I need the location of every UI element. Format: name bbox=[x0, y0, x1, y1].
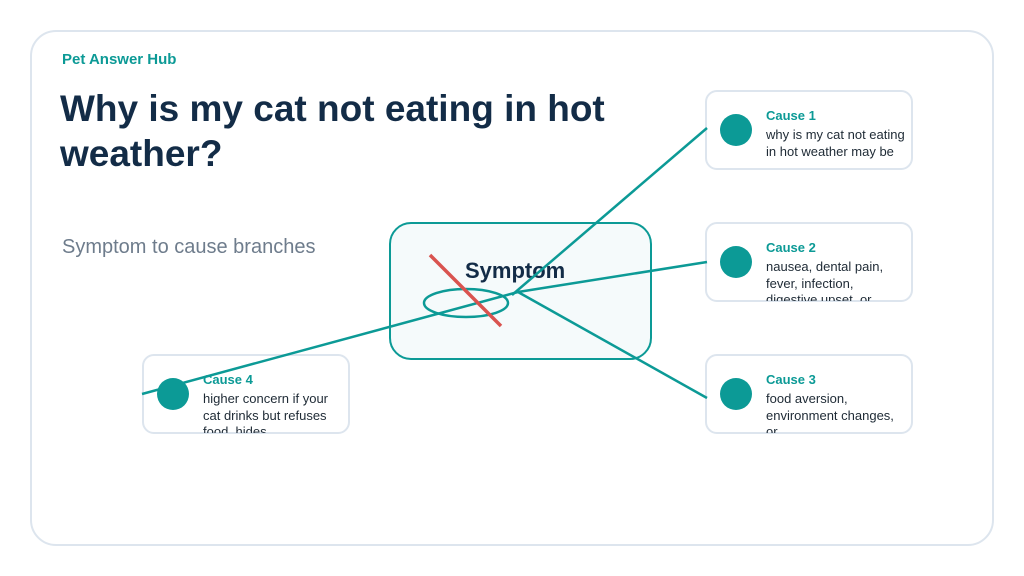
cause-text: food aversion, environment changes, or bbox=[766, 391, 894, 433]
cause-text: nausea, dental pain, fever, infection, d… bbox=[766, 259, 884, 301]
cause-marker-icon bbox=[720, 114, 752, 146]
cause-node-3: Cause 3 food aversion, environment chang… bbox=[705, 354, 913, 434]
cause-text: why is my cat not eating in hot weather … bbox=[766, 127, 905, 159]
cause-title: Cause 3 bbox=[766, 372, 816, 387]
cause-marker-icon bbox=[720, 246, 752, 278]
page-title: Why is my cat not eating in hot weather? bbox=[60, 88, 605, 174]
cause-node-1: Cause 1 why is my cat not eating in hot … bbox=[705, 90, 913, 170]
brand-label: Pet Answer Hub bbox=[62, 51, 177, 68]
cause-title: Cause 2 bbox=[766, 240, 816, 255]
cause-marker-icon bbox=[157, 378, 189, 410]
subtitle: Symptom to cause branches bbox=[62, 236, 316, 258]
symptom-node bbox=[389, 222, 652, 360]
cause-node-2: Cause 2 nausea, dental pain, fever, infe… bbox=[705, 222, 913, 302]
cause-text: higher concern if your cat drinks but re… bbox=[203, 391, 329, 433]
cause-title: Cause 4 bbox=[203, 372, 253, 387]
symptom-label: Symptom bbox=[465, 258, 566, 283]
cause-marker-icon bbox=[720, 378, 752, 410]
cause-node-4: Cause 4 higher concern if your cat drink… bbox=[142, 354, 350, 434]
cause-title: Cause 1 bbox=[766, 108, 816, 123]
